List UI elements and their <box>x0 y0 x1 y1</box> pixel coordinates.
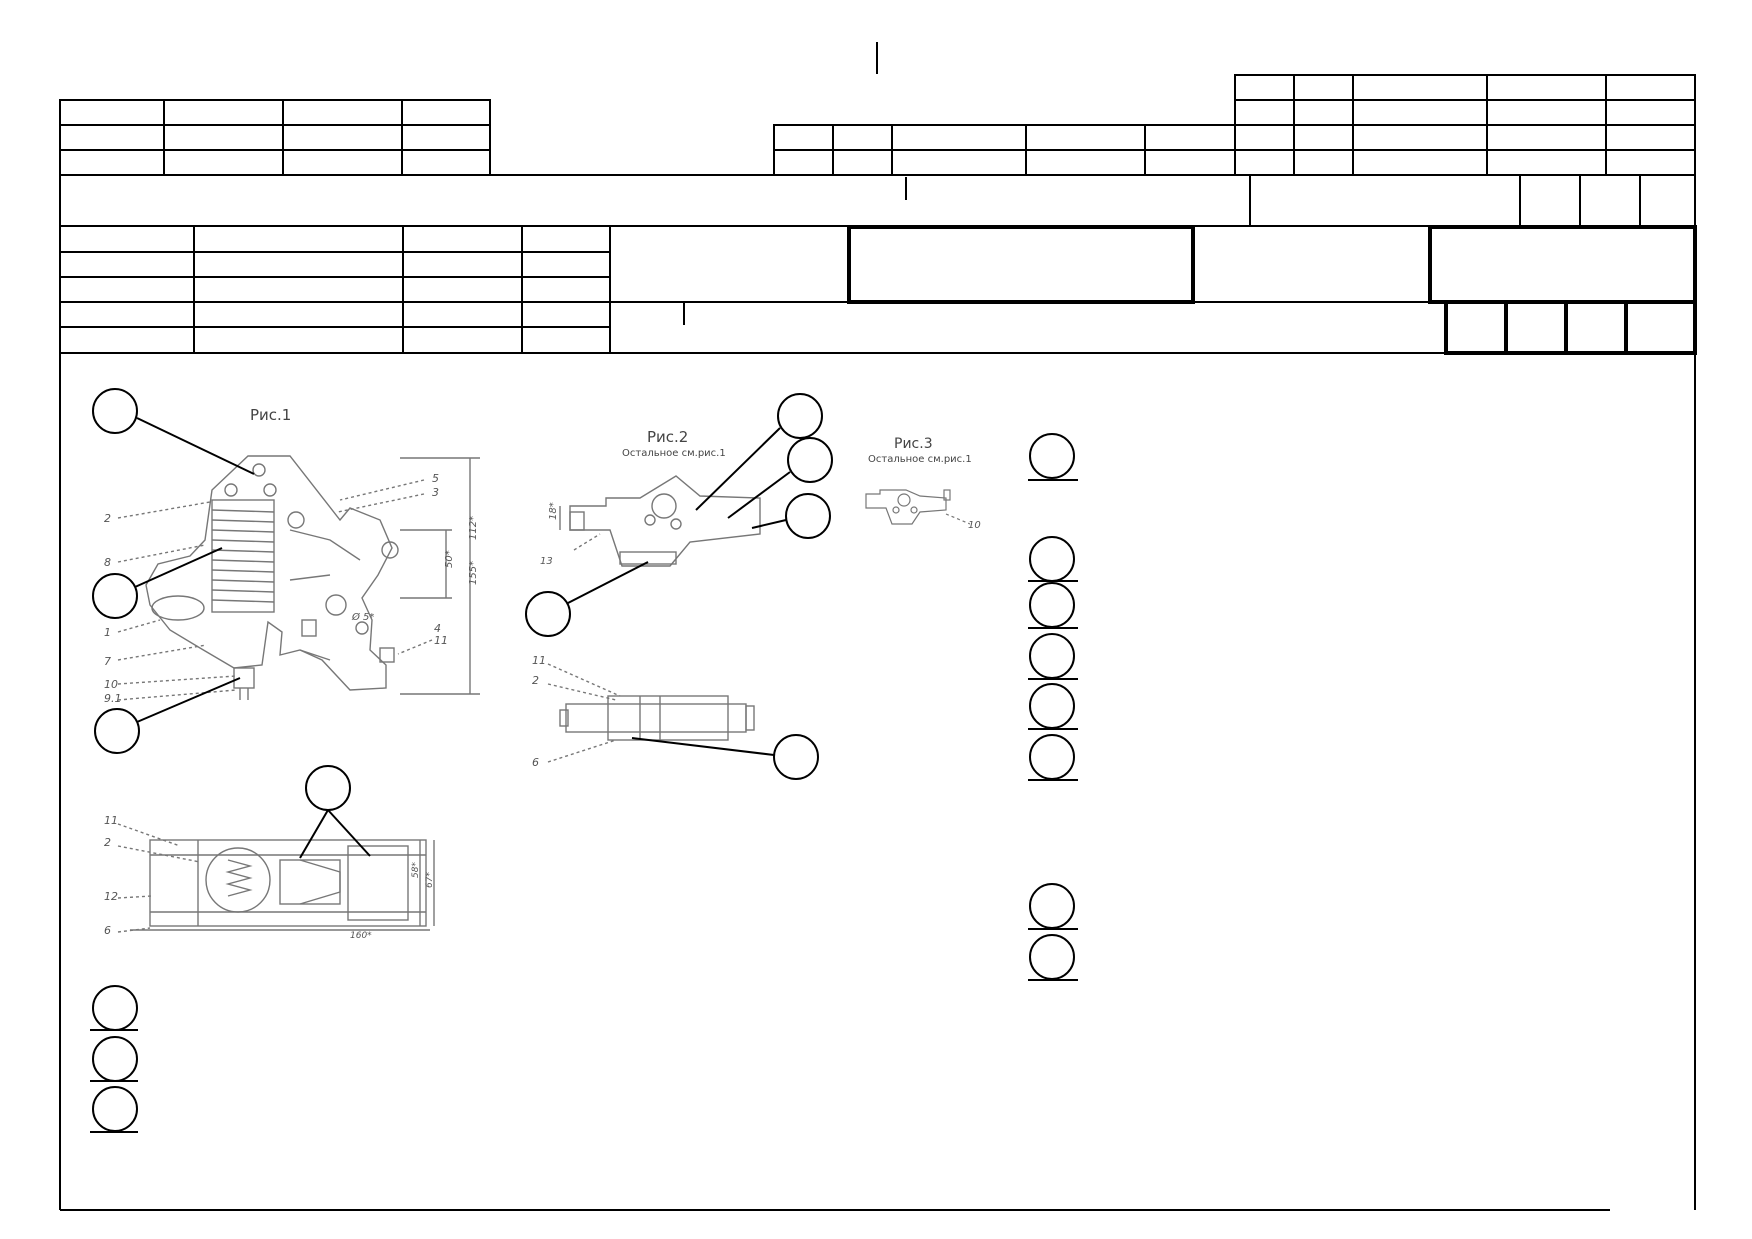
fig2-callouts <box>525 393 833 637</box>
fig2-part-labels: 18* 13 <box>540 502 559 567</box>
svg-text:50*: 50* <box>444 550 455 568</box>
svg-text:160*: 160* <box>350 931 372 941</box>
fig1-part-labels: 5 3 2 8 1 7 10 9.1 4 11 <box>104 472 448 705</box>
legend-callouts-left <box>90 985 138 1133</box>
fig3-part-label: 10 <box>968 520 981 531</box>
fig1-dimension-labels: 112* 50* 155* Ø 5* <box>351 516 479 623</box>
legend-balloon <box>1029 582 1075 628</box>
legend-balloon <box>1029 536 1075 582</box>
svg-text:12: 12 <box>104 890 118 903</box>
svg-text:155*: 155* <box>468 561 479 585</box>
fig2-title: Рис.2 <box>647 428 688 446</box>
callout-balloon <box>94 708 140 754</box>
svg-text:11: 11 <box>104 814 118 827</box>
legend-callouts-right <box>1028 433 1078 981</box>
legend-balloon <box>1029 633 1075 679</box>
legend-balloon <box>1029 433 1075 479</box>
revision-table-left <box>59 99 491 176</box>
svg-text:8: 8 <box>104 556 111 569</box>
revision-table-right <box>1234 74 1696 176</box>
legend-balloon <box>1029 883 1075 929</box>
svg-text:7: 7 <box>104 655 111 668</box>
fig2-plan-labels: 11 2 6 <box>532 654 546 769</box>
fig1-plan-labels: 11 2 12 6 58* 67* 160* <box>104 814 435 941</box>
fig3-drawing <box>865 489 971 525</box>
svg-text:67*: 67* <box>425 872 435 888</box>
callout-balloon <box>773 734 819 780</box>
fig2-drawing <box>559 475 761 567</box>
registration-ticks <box>683 42 907 325</box>
svg-text:9.1: 9.1 <box>104 692 122 705</box>
svg-text:18*: 18* <box>548 502 559 520</box>
svg-text:4: 4 <box>434 622 441 635</box>
revision-table-middle <box>773 124 1236 176</box>
callout-balloon <box>92 573 138 619</box>
callout-balloon <box>305 765 351 811</box>
svg-text:5: 5 <box>432 472 439 485</box>
svg-text:6: 6 <box>104 924 111 937</box>
svg-text:1: 1 <box>104 626 111 639</box>
fig1-title: Рис.1 <box>250 406 291 424</box>
fig2-plan-drawing <box>547 663 755 763</box>
fig2-subtitle: Остальное см.рис.1 <box>622 448 726 459</box>
fig1-drawing <box>117 455 480 701</box>
title-block <box>60 226 1695 354</box>
svg-text:2: 2 <box>532 674 539 687</box>
svg-text:2: 2 <box>104 836 111 849</box>
callout-balloon <box>777 393 823 439</box>
legend-balloon <box>92 985 138 1031</box>
svg-text:10: 10 <box>104 678 118 691</box>
svg-text:11: 11 <box>532 654 546 667</box>
svg-text:58*: 58* <box>411 862 421 878</box>
legend-balloon <box>1029 934 1075 980</box>
legend-balloon <box>1029 683 1075 729</box>
svg-text:2: 2 <box>104 512 111 525</box>
fig2-plan-callouts <box>631 734 819 780</box>
fig1-callouts <box>92 388 255 754</box>
fig3-subtitle: Остальное см.рис.1 <box>868 454 972 465</box>
callout-balloon <box>785 493 831 539</box>
title-block-bold-frames <box>847 225 1697 355</box>
svg-text:6: 6 <box>532 756 539 769</box>
callout-balloon <box>787 437 833 483</box>
fig1-plan-callouts <box>299 765 371 859</box>
svg-text:Ø 5*: Ø 5* <box>351 611 374 623</box>
svg-text:3: 3 <box>432 486 439 499</box>
title-band <box>59 174 1696 1210</box>
legend-balloon <box>92 1036 138 1082</box>
svg-text:112*: 112* <box>468 516 479 540</box>
fig1-plan-drawing <box>117 823 435 933</box>
legend-balloon <box>92 1086 138 1132</box>
fig3-title: Рис.3 <box>894 436 933 452</box>
svg-text:13: 13 <box>540 556 553 567</box>
callout-balloon <box>92 388 138 434</box>
legend-balloon <box>1029 734 1075 780</box>
callout-balloon <box>525 591 571 637</box>
svg-text:11: 11 <box>434 634 448 647</box>
